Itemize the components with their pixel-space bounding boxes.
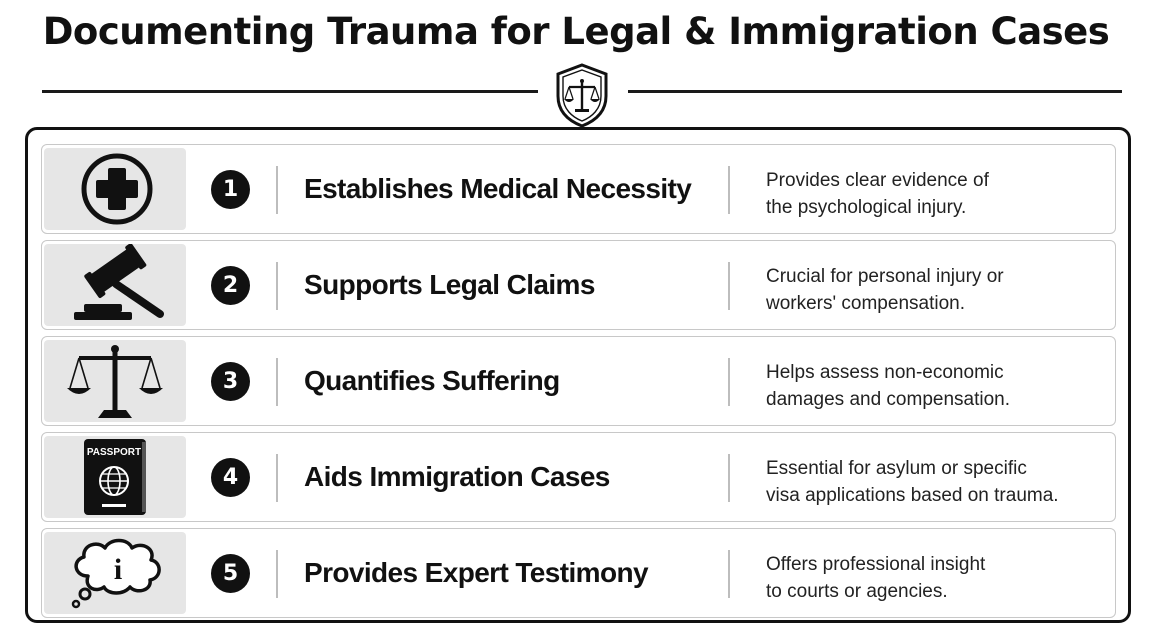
- gavel-icon: [74, 244, 164, 320]
- info-icon-letter: i: [114, 553, 122, 586]
- list-item-quantifies-suffering: 3 Quantifies Suffering Helps assess non-…: [41, 336, 1116, 426]
- description-line: Crucial for personal injury or: [766, 266, 1004, 287]
- description-line: visa applications based on trauma.: [766, 485, 1059, 506]
- item-heading: Provides Expert Testimony: [304, 557, 649, 588]
- column-divider: [728, 454, 730, 502]
- passport-icon: PASSPORT: [84, 439, 146, 515]
- list-item-medical-necessity: 1 Establishes Medical Necessity Provides…: [41, 144, 1116, 234]
- item-description: Offers professional insight to courts or…: [766, 551, 1106, 605]
- description-line: to courts or agencies.: [766, 581, 948, 602]
- icon-tile: i: [44, 532, 186, 614]
- description-line: Essential for asylum or specific: [766, 458, 1027, 479]
- page-title: Documenting Trauma for Legal & Immigrati…: [42, 10, 1110, 53]
- description-line: damages and compensation.: [766, 389, 1010, 410]
- content-frame: [25, 127, 1131, 623]
- column-divider: [728, 358, 730, 406]
- column-divider: [276, 262, 278, 310]
- description-line: the psychological injury.: [766, 197, 967, 218]
- description-line: workers' compensation.: [766, 293, 965, 314]
- scales-of-justice-icon: [67, 345, 163, 418]
- item-description: Essential for asylum or specific visa ap…: [766, 455, 1106, 509]
- list-item-legal-claims: 2 Supports Legal Claims Crucial for pers…: [41, 240, 1116, 330]
- title-divider-left: [42, 90, 538, 93]
- shield-scales-icon: [556, 63, 608, 128]
- list-item-immigration-cases: PASSPORT 4 Aids Immigration Cases Essent…: [41, 432, 1116, 522]
- icon-tile: [44, 244, 186, 326]
- column-divider: [276, 166, 278, 214]
- step-number-badge: 4: [211, 458, 250, 497]
- title-divider-right: [628, 90, 1122, 93]
- icon-tile: [44, 148, 186, 230]
- icon-tile: PASSPORT: [44, 436, 186, 518]
- step-number-badge: 3: [211, 362, 250, 401]
- list-item-expert-testimony: i 5 Provides Expert Testimony Offers pro…: [41, 528, 1116, 618]
- item-description: Provides clear evidence of the psycholog…: [766, 167, 1106, 221]
- icon-tile: [44, 340, 186, 422]
- column-divider: [728, 262, 730, 310]
- step-number-badge: 1: [211, 170, 250, 209]
- item-heading: Supports Legal Claims: [304, 269, 595, 300]
- item-description: Crucial for personal injury or workers' …: [766, 263, 1106, 317]
- item-heading: Aids Immigration Cases: [304, 461, 610, 492]
- step-number-badge: 5: [211, 554, 250, 593]
- column-divider: [276, 358, 278, 406]
- passport-icon-label: PASSPORT: [87, 447, 141, 458]
- medical-cross-icon: [81, 153, 153, 225]
- description-line: Offers professional insight: [766, 554, 986, 575]
- column-divider: [276, 550, 278, 598]
- step-number-badge: 2: [211, 266, 250, 305]
- column-divider: [728, 550, 730, 598]
- column-divider: [276, 454, 278, 502]
- description-line: Provides clear evidence of: [766, 170, 989, 191]
- item-heading: Establishes Medical Necessity: [304, 173, 692, 204]
- description-line: Helps assess non-economic: [766, 362, 1004, 383]
- info-thought-bubble-icon: i: [71, 538, 161, 609]
- item-heading: Quantifies Suffering: [304, 365, 560, 396]
- item-description: Helps assess non-economic damages and co…: [766, 359, 1106, 413]
- column-divider: [728, 166, 730, 214]
